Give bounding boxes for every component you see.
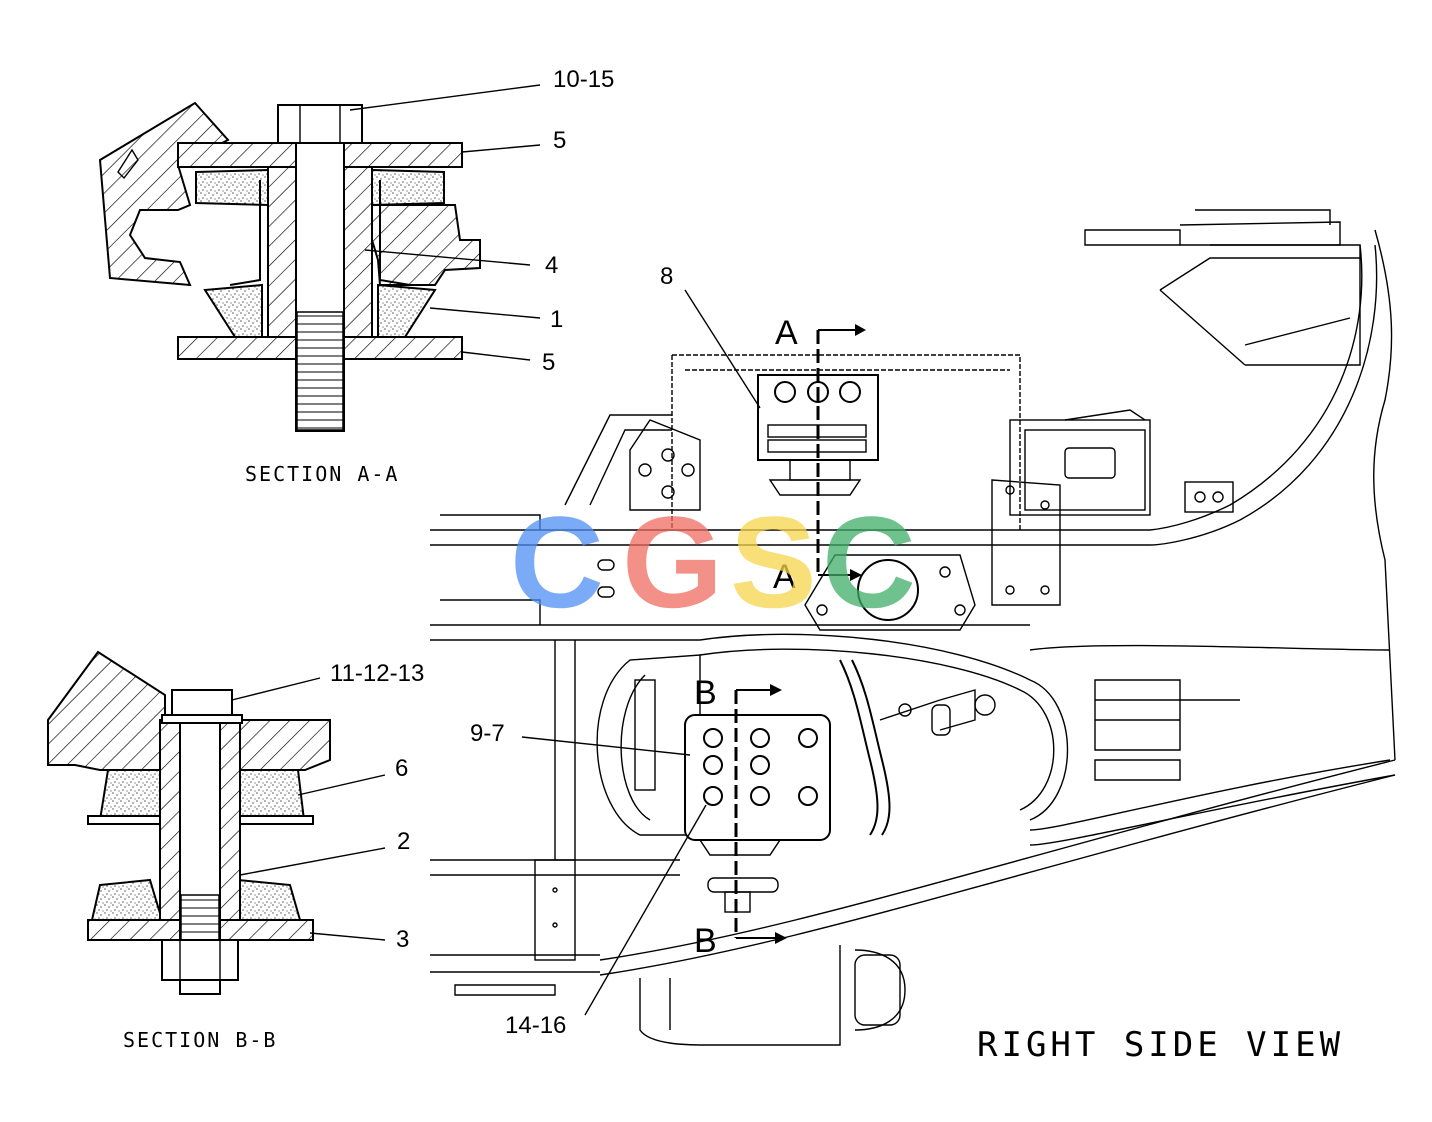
section-a-a-title: SECTION A-A xyxy=(245,462,399,486)
section-a-leaders xyxy=(349,84,541,361)
cut-marker-a-top: A xyxy=(775,314,798,352)
callout-3: 3 xyxy=(396,926,409,953)
callout-6: 6 xyxy=(395,755,408,782)
callout-10-15: 10-15 xyxy=(553,66,614,93)
callout-5-top: 5 xyxy=(553,127,566,154)
watermark-letter: G xyxy=(622,489,723,635)
callout-1: 1 xyxy=(550,306,563,333)
callout-9-7: 9-7 xyxy=(470,720,505,747)
cut-marker-b-bottom: B xyxy=(694,922,717,960)
callout-4: 4 xyxy=(545,252,558,279)
right-side-view-title: RIGHT SIDE VIEW xyxy=(977,1025,1344,1065)
watermark-letter: C xyxy=(822,489,916,635)
right-side-view-drawing xyxy=(430,209,1396,1046)
callout-14-16: 14-16 xyxy=(505,1012,566,1039)
cut-marker-b-top: B xyxy=(694,674,717,712)
watermark-letter: C xyxy=(510,489,604,635)
callout-2: 2 xyxy=(397,828,410,855)
right-view-leaders xyxy=(521,289,761,1016)
section-a-a-drawing xyxy=(98,101,481,432)
mount-9-7 xyxy=(684,714,831,841)
cutting-planes xyxy=(734,324,866,944)
cut-marker-a-bottom: A xyxy=(773,558,796,596)
section-b-b-title: SECTION B-B xyxy=(123,1028,277,1052)
callout-8: 8 xyxy=(660,263,673,290)
nut-b xyxy=(161,939,239,981)
section-b-leaders xyxy=(231,677,386,941)
callout-11-12-13: 11-12-13 xyxy=(330,660,424,687)
watermark-letter: S xyxy=(730,489,817,635)
callout-5-bottom: 5 xyxy=(542,349,555,376)
bolt-head-a xyxy=(277,104,363,144)
section-b-b-drawing xyxy=(47,650,331,995)
